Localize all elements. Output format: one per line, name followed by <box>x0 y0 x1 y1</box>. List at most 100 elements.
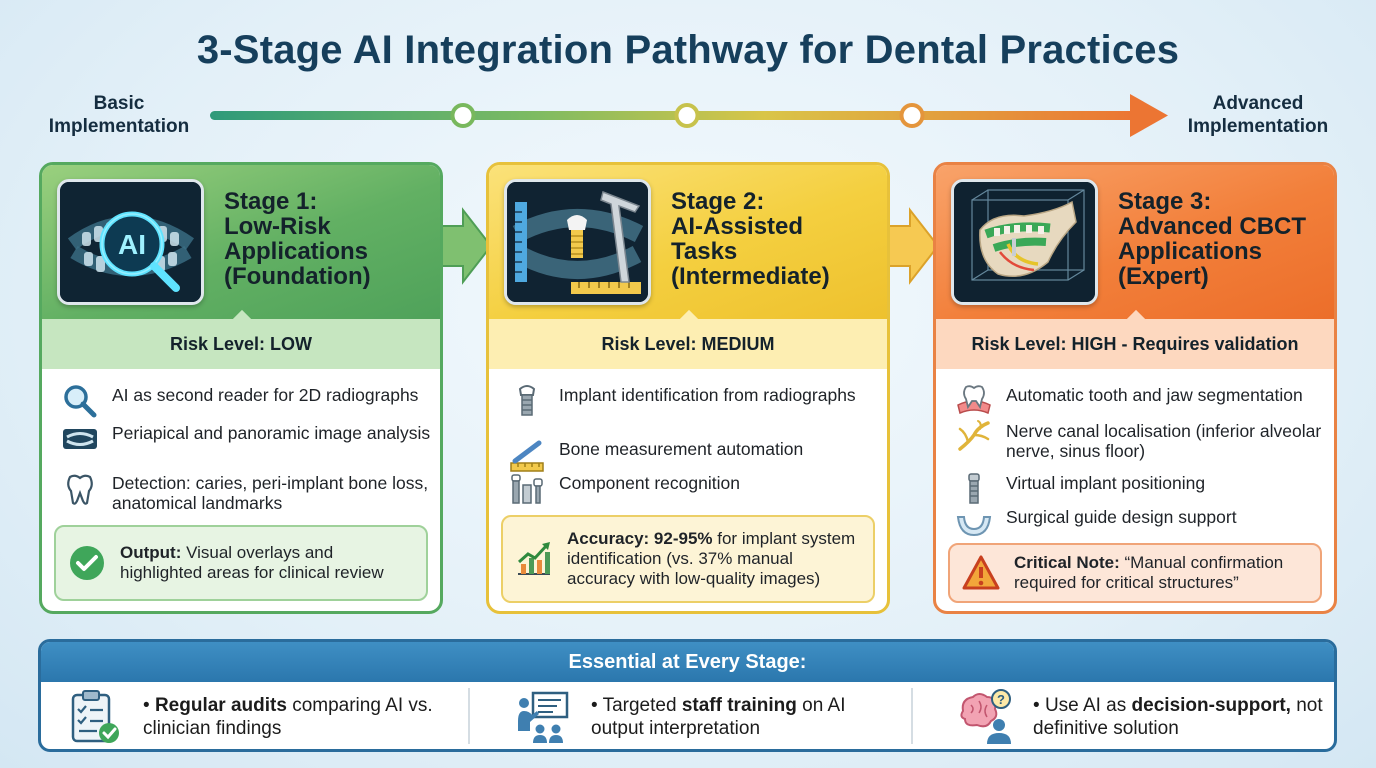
brain-question-icon: ? <box>960 689 1011 744</box>
callout-body: Visual overlays and highlighted areas fo… <box>120 543 384 582</box>
item-text: Virtual implant positioning <box>1006 473 1206 493</box>
svg-text:?: ? <box>997 692 1005 707</box>
essential-item-training: • Targeted staff training on AI output i… <box>515 682 895 749</box>
list-item: AI as second reader for 2D radiographs <box>62 383 438 419</box>
list-item: Automatic tooth and jaw segmentation <box>956 383 1332 419</box>
training-presentation-icon <box>518 691 569 743</box>
stage-2-title-line: (Intermediate) <box>671 263 830 290</box>
list-item: Detection: caries, peri-implant bone los… <box>62 471 438 513</box>
stage-2-accuracy-callout: Accuracy: 92-95% for implant system iden… <box>501 515 875 603</box>
item-text: Periapical and panoramic image analysis <box>112 423 431 443</box>
list-item: Implant identification from radiographs <box>509 383 885 419</box>
list-item: Surgical guide design support <box>956 505 1332 541</box>
item-text: Component recognition <box>559 473 740 493</box>
stage-3-risk-level: Risk Level: HIGH - Requires validation <box>936 319 1334 369</box>
stage-3-header: Stage 3: Advanced CBCT Applications (Exp… <box>936 165 1334 319</box>
bullet: • <box>143 695 155 716</box>
bullet: • <box>1033 695 1045 716</box>
stage-connectors <box>440 207 940 285</box>
tooth-icon <box>67 474 93 505</box>
stage-1-output-callout: Output: Visual overlays and highlighted … <box>54 525 428 601</box>
essential-body: not definitive solution <box>1033 695 1323 739</box>
stage-1-title-line: Low-Risk <box>224 213 331 240</box>
list-item: Nerve canal localisation (inferior alveo… <box>956 419 1332 461</box>
bullet: • <box>591 695 603 716</box>
stage-2-card: Stage 2: AI-Assisted Tasks (Intermediate… <box>486 162 890 614</box>
item-text: Detection: caries, peri-implant bone los… <box>112 473 429 513</box>
callout-text: Critical Note: “Manual confirmation requ… <box>1014 553 1308 593</box>
xray-ai-thumbnail: AI <box>57 179 204 305</box>
checkmark-icon <box>70 546 104 580</box>
essentials-heading: Essential at Every Stage: <box>41 642 1334 682</box>
audit-clipboard-icon <box>71 690 119 743</box>
stage-2-title-line: AI-Assisted <box>671 213 804 240</box>
list-item: Periapical and panoramic image analysis <box>62 421 438 457</box>
connector-arrow-2 <box>887 207 940 285</box>
list-item: Component recognition <box>509 471 885 507</box>
callout-text: Output: Visual overlays and highlighted … <box>120 543 414 583</box>
pathway-end-label-line1: Advanced <box>1212 93 1304 114</box>
pathway-start-label: Basic Implementation <box>40 92 198 138</box>
essentials-panel: Essential at Every Stage: • Regular audi… <box>38 639 1337 752</box>
warning-icon <box>962 555 1000 590</box>
callout-bold: Output: <box>120 543 182 562</box>
divider <box>468 688 470 744</box>
stage-1-risk-level: Risk Level: LOW <box>42 319 440 369</box>
implant-xray-thumbnail <box>504 179 651 305</box>
stage-2-header: Stage 2: AI-Assisted Tasks (Intermediate… <box>489 165 887 319</box>
item-text: Nerve canal localisation (inferior alveo… <box>1006 421 1322 461</box>
stage-1-title-line: Stage 1: <box>224 188 318 215</box>
pathway-node-3 <box>899 103 925 128</box>
pathway-arrow <box>210 94 1168 137</box>
magnifier-icon <box>64 385 97 418</box>
implant-icon <box>518 385 536 416</box>
list-item: Bone measurement automation <box>509 437 885 473</box>
essential-bold: Regular audits <box>154 695 287 716</box>
nerve-icon <box>958 420 990 451</box>
essential-text: • Targeted staff training on AI output i… <box>591 694 895 740</box>
stage-3-critical-note-callout: Critical Note: “Manual confirmation requ… <box>948 543 1322 603</box>
item-text: Automatic tooth and jaw segmentation <box>1006 385 1303 405</box>
stage-1-title-line: (Foundation) <box>224 263 371 290</box>
essential-item-decision-support: ? • Use AI as decision-support, not defi… <box>957 682 1327 749</box>
gum-tooth-icon <box>957 385 991 415</box>
essential-body: comparing AI vs. clinician findings <box>143 695 433 739</box>
list-item: Virtual implant positioning <box>956 471 1332 507</box>
callout-body: “Manual confirmation required for critic… <box>1014 553 1284 592</box>
essential-body: on AI output interpretation <box>591 695 846 739</box>
pathway-arrowhead <box>1130 94 1168 137</box>
stage-1-header: AI Stage 1: Low-Risk Applications (Found… <box>42 165 440 319</box>
cbct-jaw-thumbnail <box>951 179 1098 305</box>
stage-2-title: Stage 2: AI-Assisted Tasks (Intermediate… <box>671 189 881 289</box>
callout-bold: Critical Note: <box>1014 553 1120 572</box>
item-text: Bone measurement automation <box>559 439 804 459</box>
essential-text: • Regular audits comparing AI vs. clinic… <box>143 694 457 740</box>
item-text: Surgical guide design support <box>1006 507 1237 527</box>
stage-3-title: Stage 3: Advanced CBCT Applications (Exp… <box>1118 189 1328 289</box>
callout-body: for implant system identification (vs. 3… <box>567 529 856 588</box>
essential-pre: Use AI as <box>1044 695 1132 716</box>
growth-chart-icon <box>518 542 550 575</box>
stage-3-title-line: Applications <box>1118 238 1263 265</box>
pathway-node-2 <box>674 103 700 128</box>
stage-2-risk-level: Risk Level: MEDIUM <box>489 319 887 369</box>
pathway-start-label-line1: Basic <box>93 93 145 114</box>
divider <box>911 688 913 744</box>
essential-bold: staff training <box>681 695 797 716</box>
item-text: AI as second reader for 2D radiographs <box>112 385 419 405</box>
essential-item-audits: • Regular audits comparing AI vs. clinic… <box>67 682 457 749</box>
stage-2-title-line: Stage 2: <box>671 188 765 215</box>
stage-1-title-line: Applications <box>224 238 369 265</box>
implant-icon <box>968 473 980 504</box>
surgical-guide-icon <box>956 516 992 537</box>
essential-bold: decision-support, <box>1131 695 1291 716</box>
stage-1-title: Stage 1: Low-Risk Applications (Foundati… <box>224 189 434 289</box>
callout-text: Accuracy: 92-95% for implant system iden… <box>567 529 861 589</box>
stage-3-card: Stage 3: Advanced CBCT Applications (Exp… <box>933 162 1337 614</box>
pathway-end-label-line2: Implementation <box>1187 116 1329 137</box>
page-title: 3-Stage AI Integration Pathway for Denta… <box>196 28 1180 72</box>
item-text: Implant identification from radiographs <box>559 385 856 405</box>
essential-pre: Targeted <box>602 695 682 716</box>
stage-1-card: AI Stage 1: Low-Risk Applications (Found… <box>39 162 443 614</box>
components-icon <box>511 474 543 504</box>
